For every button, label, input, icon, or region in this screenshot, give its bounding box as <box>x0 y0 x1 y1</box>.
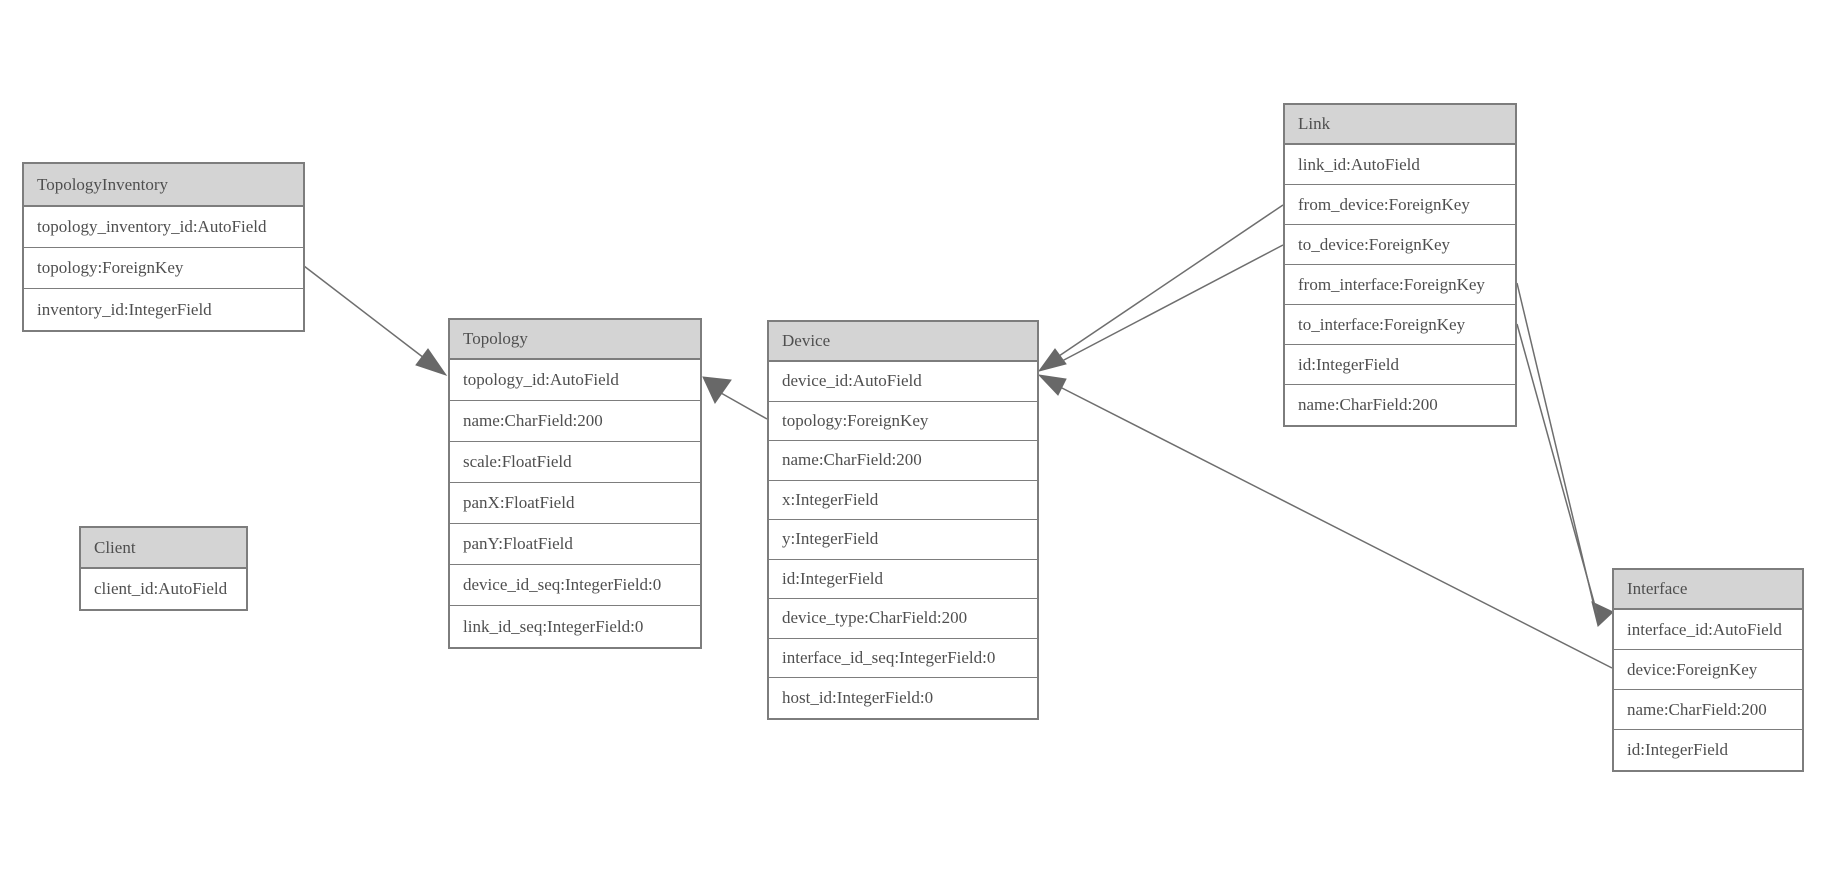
field-row-device_id: device_id:AutoField <box>769 362 1037 402</box>
field-row-id: id:IntegerField <box>1627 740 1729 759</box>
edge-line <box>303 265 425 359</box>
edge-interface-device-to-device <box>1037 374 1613 669</box>
field-row-inventory_id: inventory_id:IntegerField <box>37 299 212 319</box>
edge-line <box>1059 386 1613 669</box>
field-row-link_id_seq: link_id_seq:IntegerField:0 <box>463 616 644 636</box>
field-row-name: name:CharField:200 <box>1298 395 1438 414</box>
entity-title-topology: Topology <box>450 320 700 360</box>
field-row-y: y:IntegerField <box>769 520 1037 560</box>
field-row-host_id: host_id:IntegerField:0 <box>782 687 934 707</box>
edge-line <box>1061 244 1284 362</box>
arrowhead-icon <box>1037 374 1067 396</box>
edge-line <box>1516 282 1595 607</box>
entity-table-client: Client client_id:AutoField <box>79 526 248 611</box>
field-row-device: device:ForeignKey <box>1614 650 1802 690</box>
field-row-panY: panY:FloatField <box>450 524 700 565</box>
arrowhead-icon <box>1037 348 1067 372</box>
field-row-to_device: to_device:ForeignKey <box>1285 225 1515 265</box>
entity-title-topologyinventory: TopologyInventory <box>24 164 303 207</box>
field-row-from_device: from_device:ForeignKey <box>1285 185 1515 225</box>
edge-line <box>720 392 768 420</box>
arrowhead-icon <box>702 376 732 405</box>
entity-title-link: Link <box>1285 105 1515 145</box>
field-row-topology: topology:ForeignKey <box>769 402 1037 441</box>
entity-title-client: Client <box>81 528 246 569</box>
field-row-client_id: client_id:AutoField <box>94 579 228 598</box>
field-row-topology_inventory_id: topology_inventory_id:AutoField <box>24 207 303 248</box>
field-row-name: name:CharField:200 <box>1614 690 1802 730</box>
field-row-to_interface: to_interface:ForeignKey <box>1285 305 1515 345</box>
edge-link-to_device-to-device <box>1061 244 1284 362</box>
edge-line <box>1058 204 1284 357</box>
arrowhead-icon <box>415 348 448 376</box>
field-row-panX: panX:FloatField <box>450 483 700 524</box>
field-row-interface_id: interface_id:AutoField <box>1614 610 1802 650</box>
entity-title-device: Device <box>769 322 1037 362</box>
edge-device-topology-to-topology <box>702 376 768 420</box>
field-row-link_id: link_id:AutoField <box>1285 145 1515 185</box>
field-row-name: name:CharField:200 <box>769 441 1037 481</box>
arrowhead-icon <box>1591 601 1614 627</box>
field-row-x: x:IntegerField <box>769 481 1037 520</box>
edge-link-to_interface-to-interface <box>1516 323 1598 614</box>
field-row-id: id:IntegerField <box>1285 345 1515 385</box>
field-row-scale: scale:FloatField <box>450 442 700 483</box>
edge-link-from_interface-to-interface <box>1516 282 1614 627</box>
edge-topologyinventory-topology-to-topology <box>303 265 448 376</box>
field-row-interface_id_seq: interface_id_seq:IntegerField:0 <box>769 639 1037 678</box>
field-row-topology_id: topology_id:AutoField <box>450 360 700 401</box>
field-row-device_id_seq: device_id_seq:IntegerField:0 <box>450 565 700 606</box>
entity-title-interface: Interface <box>1614 570 1802 610</box>
field-row-name: name:CharField:200 <box>450 401 700 442</box>
field-row-id: id:IntegerField <box>769 560 1037 599</box>
field-row-topology: topology:ForeignKey <box>24 248 303 289</box>
edge-link-from_device-to-device <box>1037 204 1284 372</box>
field-row-from_interface: from_interface:ForeignKey <box>1285 265 1515 305</box>
field-row-device_type: device_type:CharField:200 <box>769 599 1037 639</box>
edge-line <box>1516 323 1598 614</box>
